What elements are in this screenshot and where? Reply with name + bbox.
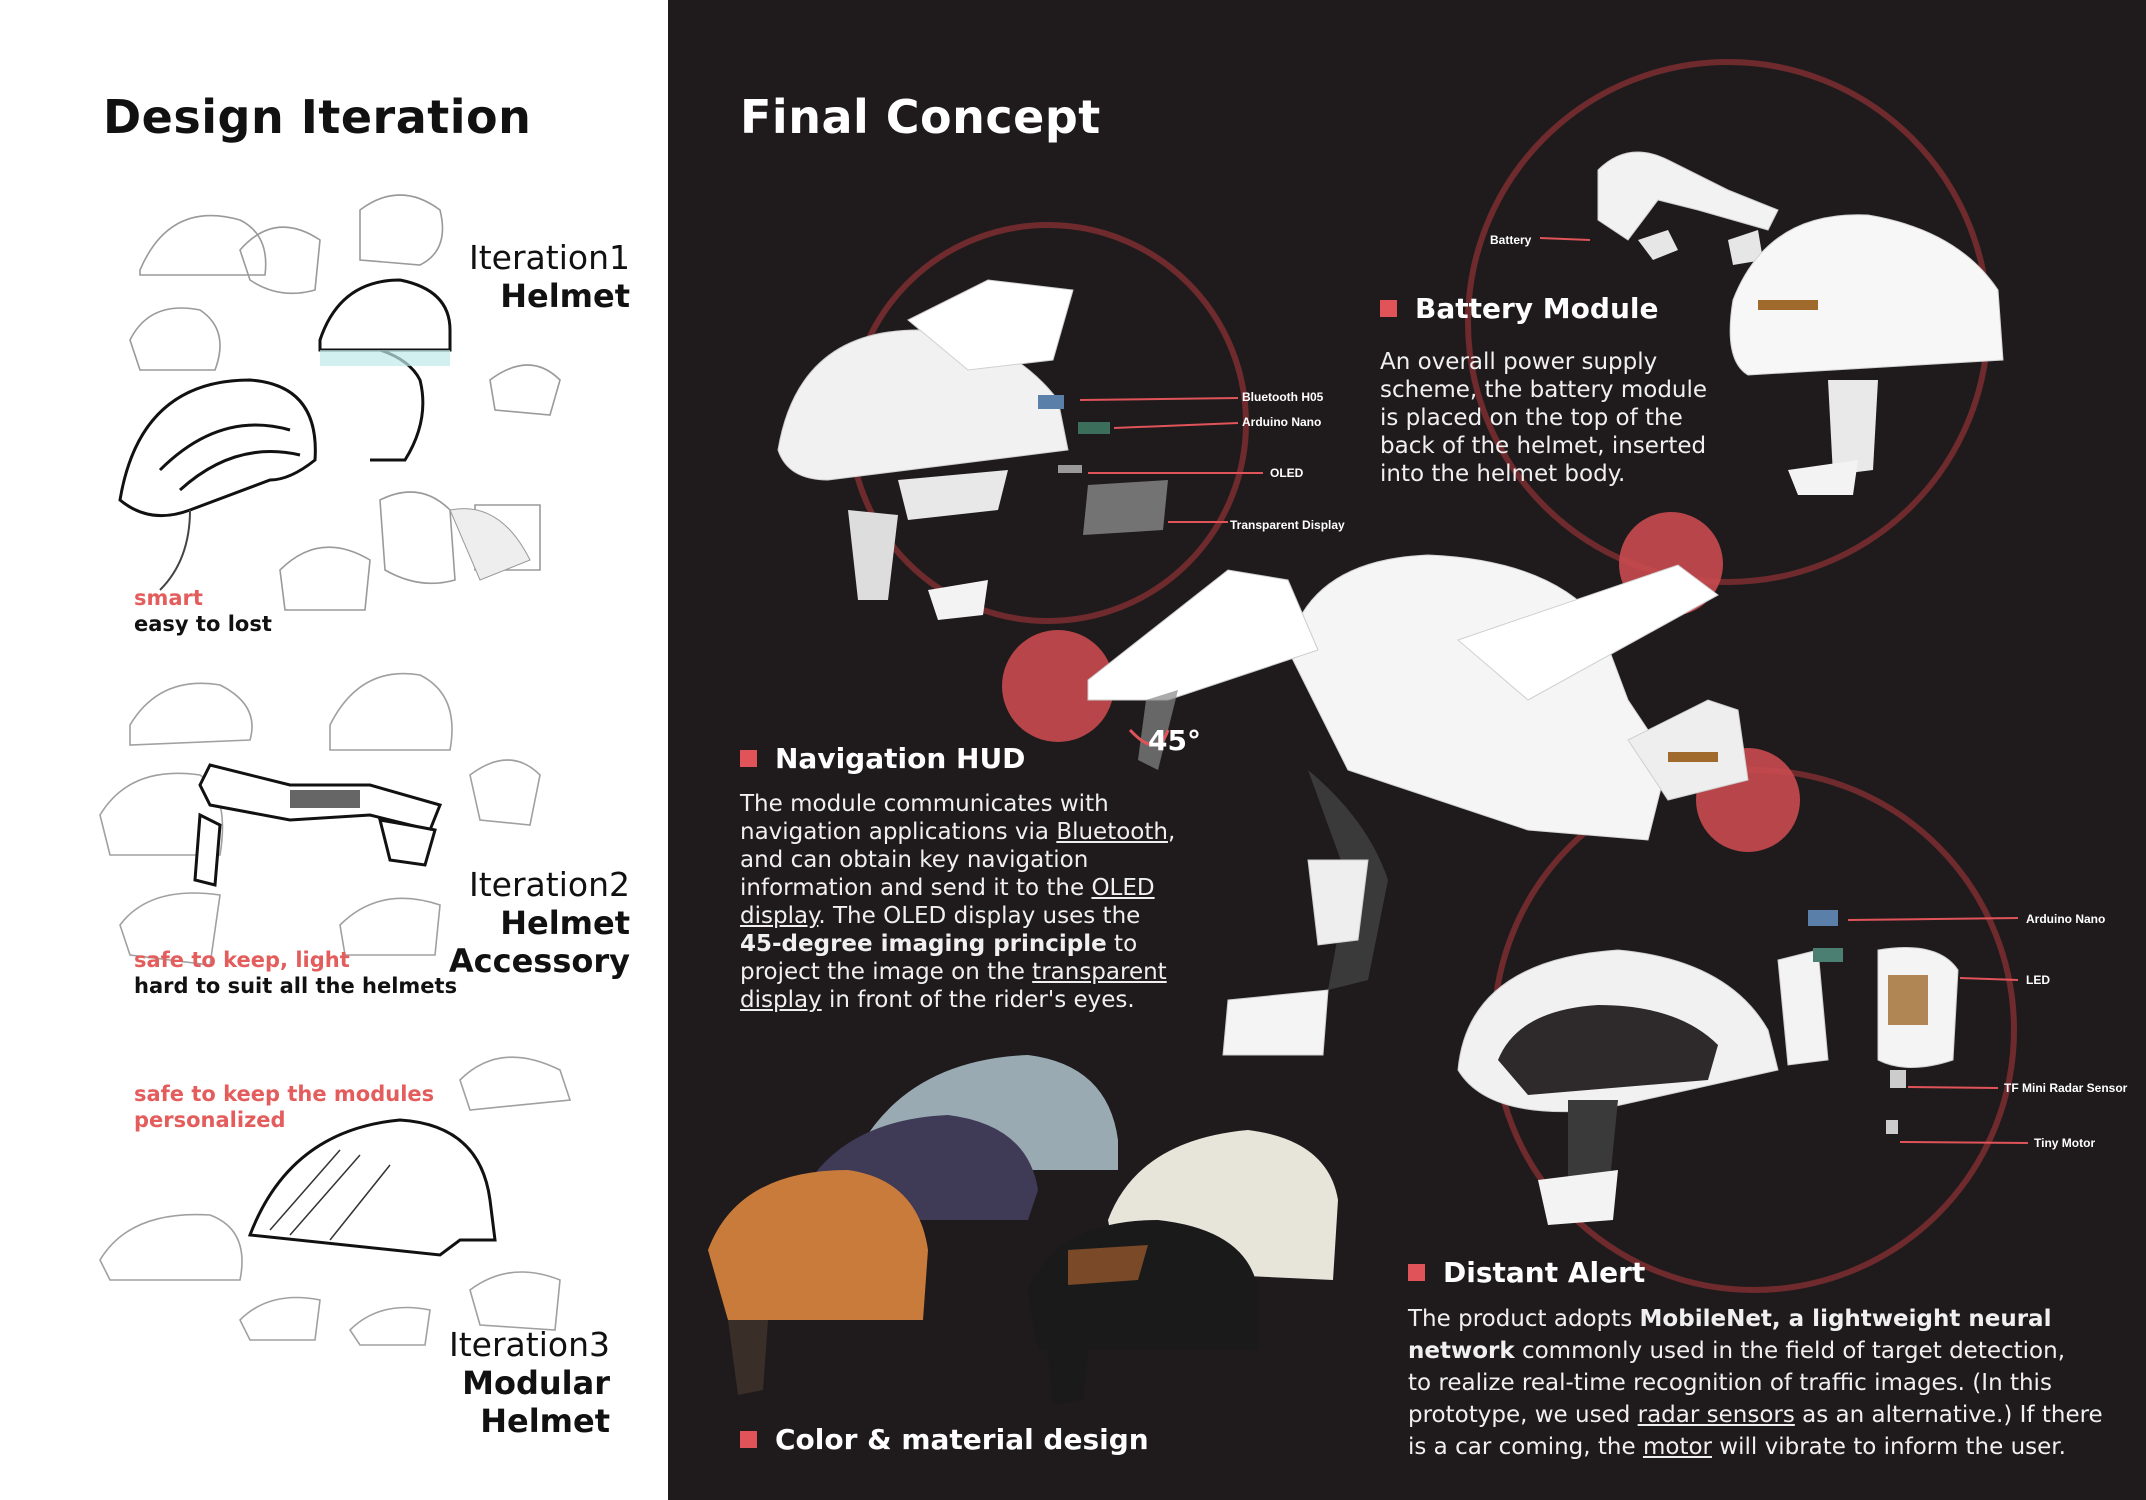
iteration3-sketches: [99, 1056, 572, 1346]
alert-line: is a car coming, the motor will vibrate …: [1408, 1434, 2066, 1460]
design-iteration-title: Design Iteration: [103, 90, 532, 144]
iteration1-name: Iteration1: [469, 238, 630, 277]
iteration1-con: easy to lost: [134, 612, 272, 636]
iteration1-pro: smart: [134, 586, 203, 610]
iteration3-label: Iteration3 Modular Helmet: [380, 1325, 610, 1440]
alert-heading: Distant Alert: [1408, 1256, 1645, 1289]
hud-line: display. The OLED display uses the: [740, 903, 1141, 929]
hud-description: The module communicates with navigation …: [740, 790, 1175, 1014]
battery-helmet-render: [1597, 151, 2004, 495]
callout-radar: TF Mini Radar Sensor: [2004, 1081, 2128, 1095]
hud-helmet-render: [777, 279, 1168, 620]
iteration2-notes: safe to keep, light hard to suit all the…: [134, 947, 457, 999]
hud-line: navigation applications via Bluetooth,: [740, 819, 1176, 845]
hud-line: information and send it to the OLED: [740, 875, 1155, 901]
callout-battery: Battery: [1490, 233, 1532, 247]
callout-transparent-display: Transparent Display: [1230, 518, 1345, 532]
hud-heading: Navigation HUD: [740, 742, 1025, 775]
angle-label: 45°: [1148, 724, 1201, 757]
iteration2-subtitle: Helmet Accessory: [448, 904, 630, 980]
callout-led: LED: [2026, 973, 2050, 987]
battery-line: back of the helmet, inserted: [1380, 433, 1707, 459]
iteration3-pro-line1: safe to keep the modules: [134, 1082, 435, 1106]
main-helmet-render: [1087, 554, 1749, 1056]
alert-line: The product adopts MobileNet, a lightwei…: [1408, 1306, 2052, 1332]
bullet-square: [740, 1431, 757, 1448]
battery-line: into the helmet body.: [1380, 461, 1626, 487]
iteration2-name: Iteration2: [469, 865, 630, 904]
iteration3-notes: safe to keep the modules personalized: [134, 1081, 434, 1133]
hud-line: The module communicates with: [740, 791, 1109, 817]
hud-line: and can obtain key navigation: [740, 847, 1089, 873]
alert-helmet-render: [1457, 910, 1959, 1225]
battery-line: An overall power supply: [1380, 349, 1658, 375]
callout-motor: Tiny Motor: [2034, 1136, 2096, 1150]
iteration2-label: Iteration2 Helmet Accessory: [380, 865, 630, 980]
concept-illustration: [708, 59, 2029, 1405]
color-heading: Color & material design: [740, 1423, 1149, 1456]
battery-line: is placed on the top of the: [1380, 405, 1683, 431]
iteration2-pro: safe to keep, light: [134, 948, 350, 972]
final-concept-title: Final Concept: [740, 90, 1101, 144]
battery-description: An overall power supply scheme, the batt…: [1380, 348, 1707, 488]
iteration3-pro-line2: personalized: [134, 1108, 286, 1132]
battery-heading: Battery Module: [1380, 292, 1658, 325]
bullet-square: [740, 750, 757, 767]
hud-anchor-dot: [1002, 630, 1114, 742]
iteration3-subtitle: Modular Helmet: [462, 1364, 610, 1440]
final-concept-panel: Final Concept: [668, 0, 2146, 1500]
iteration3-name: Iteration3: [449, 1325, 610, 1364]
alert-heading-text: Distant Alert: [1443, 1256, 1646, 1289]
iteration1-label: Iteration1 Helmet: [440, 238, 630, 315]
iteration1-sketches: [118, 194, 561, 611]
bullet-square: [1408, 1264, 1425, 1281]
hud-line: project the image on the transparent: [740, 959, 1167, 985]
bullet-square: [1380, 300, 1397, 317]
design-iteration-panel: Design Iteration Iteration1 Helmet smart: [0, 0, 668, 1500]
callout-arduino-alert: Arduino Nano: [2026, 912, 2106, 926]
alert-line: to realize real-time recognition of traf…: [1408, 1370, 2052, 1396]
iteration2-sketches: [99, 672, 541, 966]
iteration1-notes: smart easy to lost: [134, 585, 272, 637]
alert-line: prototype, we used radar sensors as an a…: [1408, 1402, 2103, 1428]
hud-line: 45-degree imaging principle to: [740, 931, 1138, 957]
alert-description: The product adopts MobileNet, a lightwei…: [1408, 1303, 2103, 1463]
iteration2-con: hard to suit all the helmets: [134, 974, 458, 998]
alert-line: network commonly used in the field of ta…: [1408, 1338, 2066, 1364]
battery-line: scheme, the battery module: [1380, 377, 1708, 403]
iteration1-subtitle: Helmet: [500, 277, 630, 315]
color-variants-render: [708, 1055, 1338, 1405]
hud-line: display in front of the rider's eyes.: [740, 987, 1135, 1013]
callout-arduino-hud: Arduino Nano: [1242, 415, 1322, 429]
hud-heading-text: Navigation HUD: [775, 742, 1026, 775]
battery-heading-text: Battery Module: [1415, 292, 1659, 325]
color-heading-text: Color & material design: [775, 1423, 1149, 1456]
callout-oled: OLED: [1270, 466, 1304, 480]
callout-bluetooth: Bluetooth H05: [1242, 390, 1324, 404]
